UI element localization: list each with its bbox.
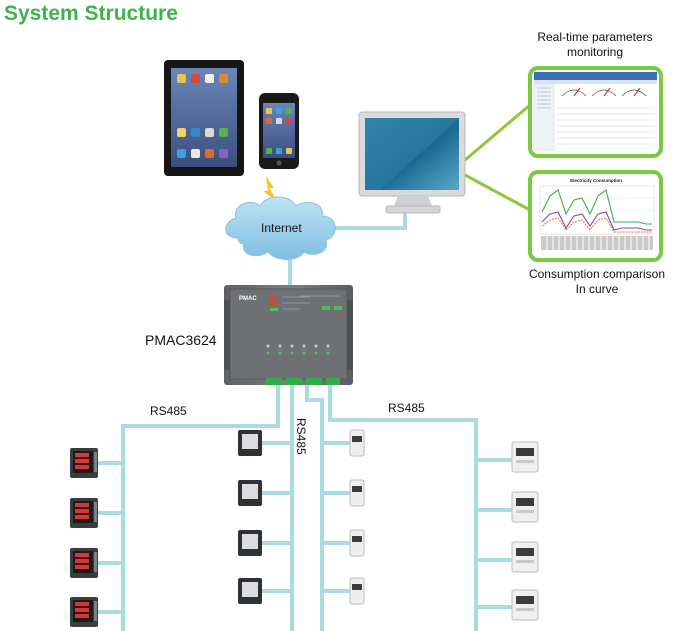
realtime-caption: Real-time parameters monitoring xyxy=(520,30,670,60)
lcd-meter-icon xyxy=(238,578,262,604)
gateway-label: PMAC3624 xyxy=(145,332,217,348)
chart-title: Electricity Consumption xyxy=(570,178,622,183)
gateway-device-icon xyxy=(224,285,353,385)
din-rail-meter-icon xyxy=(511,589,539,621)
din-rail-meter-icon xyxy=(349,479,365,507)
monitor-icon xyxy=(358,111,466,214)
din-rail-meter-icon xyxy=(511,491,539,523)
consumption-caption-line1: Consumption comparison xyxy=(528,267,666,281)
din-rail-meter-icon xyxy=(511,441,539,473)
consumption-caption: Consumption comparison In curve xyxy=(522,267,672,297)
din-rail-meter-icon xyxy=(511,541,539,573)
din-rail-meter-icon xyxy=(349,429,365,457)
phone-icon xyxy=(259,93,299,169)
realtime-monitoring-screenshot xyxy=(528,66,663,158)
realtime-caption-line1: Real-time parameters xyxy=(537,30,653,44)
rs485-bus-lines xyxy=(97,213,512,631)
din-rail-meter-icon xyxy=(349,577,365,605)
lcd-meter-icon xyxy=(238,430,262,456)
tablet-icon xyxy=(164,60,244,176)
lcd-meter-icon xyxy=(238,480,262,506)
cloud-icon xyxy=(225,196,336,260)
rs485-left-label: RS485 xyxy=(150,404,187,418)
consumption-caption-line2: In curve xyxy=(575,282,619,296)
internet-label: Internet xyxy=(261,221,302,235)
rs485-right-label: RS485 xyxy=(388,401,425,415)
panel-meter-icon xyxy=(70,597,98,627)
monitor-links xyxy=(464,103,531,212)
lcd-meter-icon xyxy=(238,530,262,556)
consumption-curve-screenshot xyxy=(528,170,663,262)
panel-meter-icon xyxy=(70,498,98,528)
page-title: System Structure xyxy=(4,2,178,25)
panel-meter-icon xyxy=(70,548,98,578)
panel-meter-icon xyxy=(70,448,98,478)
realtime-caption-line2: monitoring xyxy=(566,45,624,59)
lightning-icon xyxy=(263,176,277,201)
rs485-middle-label: RS485 xyxy=(294,418,308,455)
gateway-brand: PMAC xyxy=(239,296,257,302)
din-rail-meter-icon xyxy=(349,529,365,557)
